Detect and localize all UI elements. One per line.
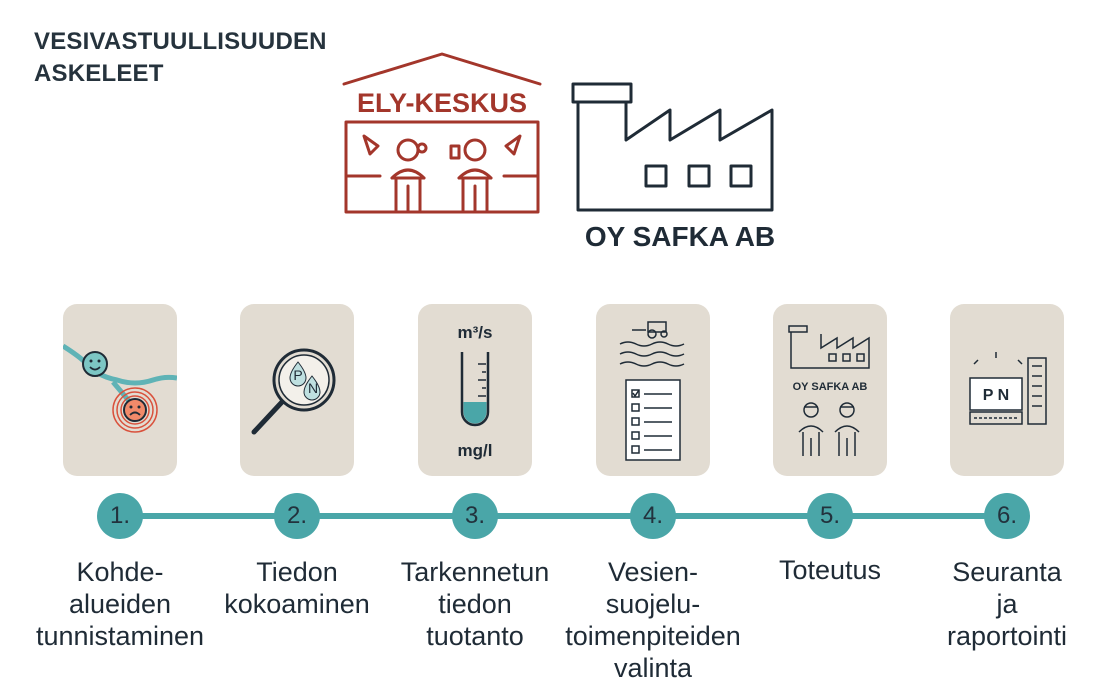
step-2-label-line: kokoaminen [224, 589, 370, 619]
page-title: VESIVASTUULLISUUDEN ASKELEET [34, 26, 327, 90]
ely-keskus-building-icon: ELY-KESKUS [342, 52, 542, 214]
card-information-gathering: P N [240, 304, 354, 476]
step-3-label-line: tuotanto [426, 621, 524, 651]
step-3-label-line: tiedon [438, 589, 512, 619]
step-3-label-line: Tarkennetun [400, 557, 550, 587]
card-measure-selection [596, 304, 710, 476]
sad-face-icon [123, 398, 147, 422]
step-4-label: Vesien- suojelu- toimenpiteiden valinta [553, 556, 753, 684]
card-refined-data: m³/s mg/l [418, 304, 532, 476]
step-6-label: Seuranta ja raportointi [907, 556, 1107, 652]
step-6-badge: 6. [984, 493, 1030, 539]
step-4-label-line: Vesien- [607, 557, 699, 587]
step-4-label-line: suojelu- [605, 589, 701, 619]
magnifier-letter-n: N [308, 380, 318, 396]
step-4-label-line: toimenpiteiden [565, 621, 741, 651]
step-5-badge: 5. [807, 493, 853, 539]
step-2-label-line: Tiedon [256, 557, 338, 587]
step-4-label-line: valinta [613, 653, 693, 683]
card-implementation: OY SAFKA AB [773, 304, 887, 476]
step-2-badge: 2. [274, 493, 320, 539]
step-1-badge: 1. [97, 493, 143, 539]
card-target-areas [63, 304, 177, 476]
magnifier-letter-p: P [293, 367, 302, 383]
step-1-label-line: tunnistaminen [35, 621, 205, 651]
monitoring-screen-icon: P N [969, 352, 1047, 425]
step-1-label: Kohde- alueiden tunnistaminen [20, 556, 220, 652]
checklist-icon [619, 321, 685, 461]
step-6-label-line: Seuranta [952, 557, 1062, 587]
small-company-label: OY SAFKA AB [793, 381, 868, 393]
step-1-label-line: alueiden [68, 589, 172, 619]
happy-face-icon [82, 351, 108, 377]
test-tube-icon: m³/s mg/l [458, 323, 493, 460]
company-label: OY SAFKA AB [585, 221, 775, 252]
factory-workers-icon: OY SAFKA AB [788, 325, 870, 456]
step-3-badge: 3. [452, 493, 498, 539]
step-2-label: Tiedon kokoaminen [197, 556, 397, 620]
flow-unit-label: m³/s [458, 323, 493, 342]
factory-icon [571, 82, 774, 212]
title-line-1: VESIVASTUULLISUUDEN [34, 28, 327, 55]
card-monitoring: P N [950, 304, 1064, 476]
step-1-label-line: Kohde- [76, 557, 164, 587]
magnifier-icon: P N [251, 348, 336, 435]
step-5-label-line: Toteutus [778, 555, 882, 585]
river-target-icon [63, 343, 177, 433]
step-6-label-line: ja [996, 589, 1018, 619]
step-5-label: Toteutus [730, 554, 930, 586]
monitor-letters: P N [983, 387, 1009, 404]
step-3-label: Tarkennetun tiedon tuotanto [375, 556, 575, 652]
concentration-unit-label: mg/l [458, 441, 493, 460]
title-line-2: ASKELEET [34, 60, 164, 87]
step-4-badge: 4. [630, 493, 676, 539]
step-6-label-line: raportointi [946, 621, 1068, 651]
ely-keskus-label: ELY-KESKUS [357, 88, 527, 118]
header-illustrations: ELY-KESKUS OY SAFKA AB [342, 52, 775, 252]
